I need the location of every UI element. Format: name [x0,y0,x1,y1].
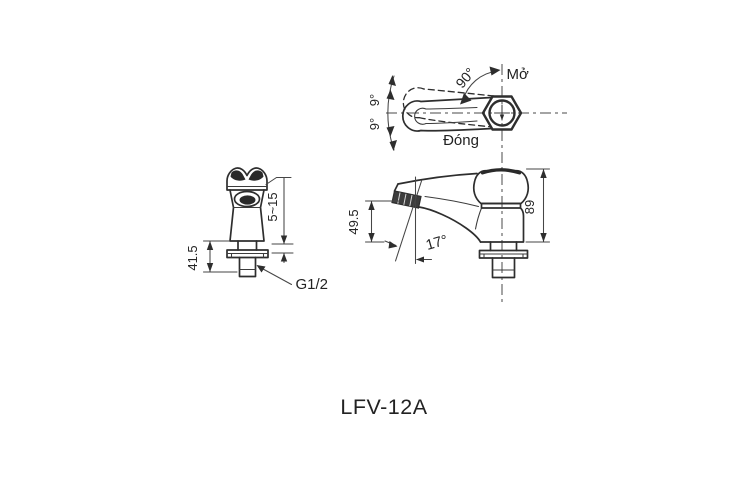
handle-logo-oval [233,190,261,208]
spout-outline [391,172,525,243]
play-angle-upper-label: 9° [367,94,382,106]
deck-range-dim-label: 5~15 [265,192,280,221]
open-label: Mở [507,66,529,83]
neck-side [489,241,518,252]
hex-nut [481,95,523,131]
leader-g12: G1/2 [256,265,329,293]
mounting-flange-side [478,249,529,259]
handle-knob-side [472,168,530,209]
total-height-dim-label: 89 [522,200,537,214]
side-view-faucet: 89 49.5 17° [346,168,551,279]
stem-circle [488,99,516,127]
spout-angle-dim-label: 17° [424,232,449,253]
handle-inner-contour [414,106,478,125]
mounting-flange-front [226,249,269,259]
aerator-tip [391,190,422,209]
model-number: LFV-12A [340,395,427,419]
stem-cross-arrow [499,114,505,121]
play-angle-arc [386,75,397,151]
dim-41-5: 41.5 [185,240,238,273]
shank-length-dim-label: 41.5 [185,245,200,270]
thread-size-label: G1/2 [296,276,329,293]
faucet-body-front [229,189,265,242]
rotation-90-label: 90° [452,65,478,92]
neck-front [237,240,258,251]
front-view-faucet: 41.5 5~15 G1/2 [185,167,329,293]
top-view-handle-rotation: Mở Đóng 90° 9° 9° [367,65,567,151]
handle-outline [401,96,493,132]
crown-handle [226,167,268,191]
close-label: Đóng [443,132,479,149]
rotation-arc-90 [460,66,501,105]
dim-49-5: 49.5 [346,200,400,243]
handle-rotated-dashed [402,87,495,128]
spout-height-dim-label: 49.5 [346,209,361,234]
play-angle-lower-label: 9° [367,118,382,130]
threaded-shank-side [491,257,516,279]
dim-17-angle: 17° [384,176,450,265]
dim-5-15: 5~15 [265,176,294,264]
threaded-shank-front [238,256,257,278]
dim-89: 89 [522,168,551,243]
